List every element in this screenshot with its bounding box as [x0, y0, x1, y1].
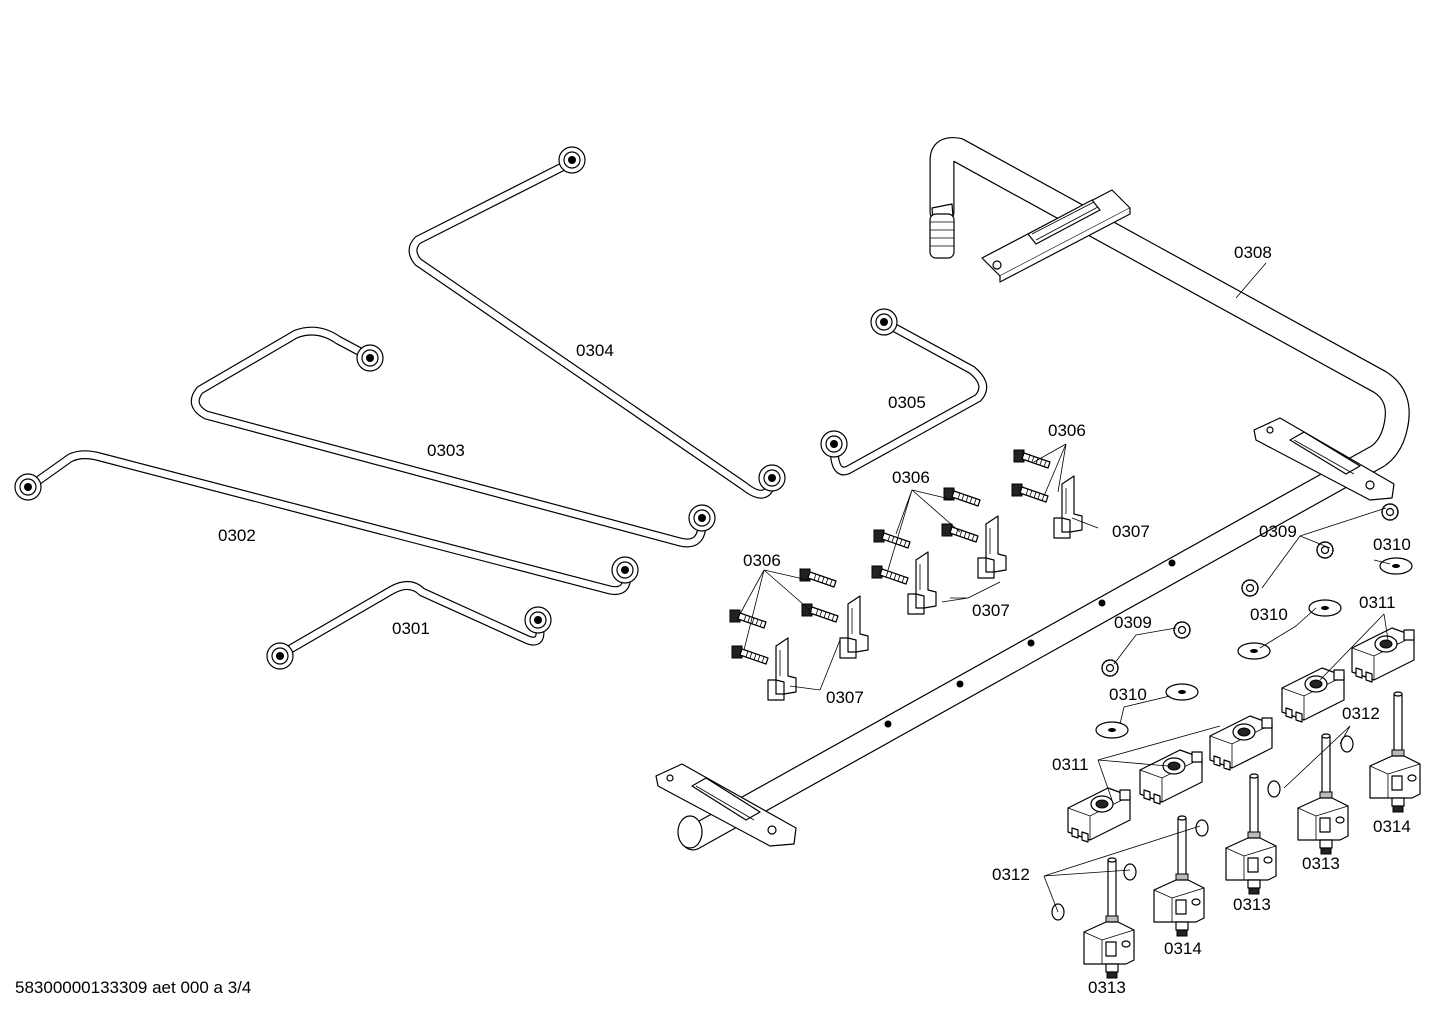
- label-0311: 0311: [1052, 755, 1089, 774]
- mounting-bracket-bottom: [655, 763, 797, 847]
- rings-0312: [1051, 735, 1354, 921]
- label-0309: 0309: [1114, 613, 1152, 632]
- gas-pipe-0302: [14, 450, 639, 596]
- label-0312: 0312: [1342, 704, 1380, 723]
- label-0310: 0310: [1373, 535, 1411, 554]
- label-0310: 0310: [1250, 605, 1288, 624]
- label-0307: 0307: [1112, 522, 1150, 541]
- label-0310: 0310: [1109, 685, 1147, 704]
- label-0308: 0308: [1234, 243, 1272, 262]
- gas-pipe-0303: [190, 326, 716, 548]
- label-0313: 0313: [1088, 978, 1126, 997]
- label-0314: 0314: [1164, 939, 1202, 958]
- label-0301: 0301: [392, 619, 430, 638]
- label-0312: 0312: [992, 865, 1030, 884]
- leader-lines: [739, 262, 1391, 913]
- clips-0307: [767, 475, 1083, 701]
- gas-pipe-0304: [408, 146, 786, 499]
- drawing-reference: 58300000133309 aet 000 a 3/4: [15, 978, 252, 997]
- label-0309: 0309: [1259, 522, 1297, 541]
- gas-pipe-0301: [266, 581, 552, 670]
- label-0307: 0307: [826, 688, 864, 707]
- label-0307: 0307: [972, 601, 1010, 620]
- label-0305: 0305: [888, 393, 926, 412]
- label-0313: 0313: [1233, 895, 1271, 914]
- label-0313: 0313: [1302, 854, 1340, 873]
- label-0306: 0306: [743, 551, 781, 570]
- label-0304: 0304: [576, 341, 614, 360]
- label-0306: 0306: [1048, 421, 1086, 440]
- gas-pipe-0305: [820, 308, 988, 476]
- label-0303: 0303: [427, 441, 465, 460]
- gas-rail-0308: [677, 137, 1410, 851]
- mounting-bracket-right: [1253, 417, 1395, 501]
- label-0302: 0302: [218, 526, 256, 545]
- label-0311: 0311: [1359, 593, 1396, 612]
- label-0306: 0306: [892, 468, 930, 487]
- mounting-bracket-top: [981, 189, 1131, 283]
- label-0314: 0314: [1373, 817, 1411, 836]
